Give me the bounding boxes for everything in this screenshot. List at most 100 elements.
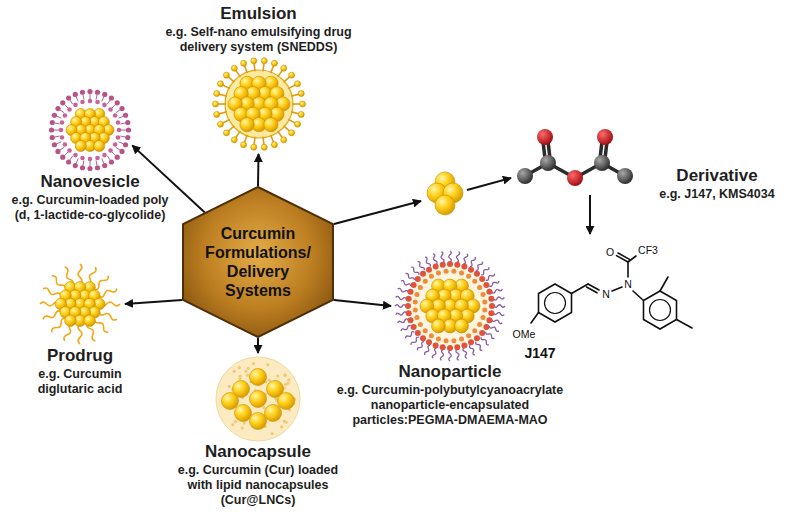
curcumin-ball	[84, 315, 96, 327]
polymer-bead	[433, 342, 439, 348]
formulation-title: Emulsion	[146, 4, 371, 24]
lipid-tail	[112, 152, 116, 156]
polymer-bead	[415, 330, 421, 336]
lipid-dot	[268, 379, 271, 382]
polymer-bead	[444, 269, 449, 274]
lipid-dot	[271, 432, 274, 435]
lipid-head	[60, 120, 65, 125]
atom-label: N	[601, 288, 611, 300]
lipid-tail	[78, 264, 82, 284]
curcumin-ball	[294, 81, 300, 87]
lipid-head	[63, 142, 68, 147]
lipid-tail	[492, 289, 502, 293]
lipid-tail	[43, 311, 61, 319]
curcumin-ball	[263, 117, 277, 131]
lipid-tail	[65, 152, 69, 156]
lipid-head	[66, 95, 71, 100]
formulation-illustration	[212, 57, 306, 151]
lipid-head	[102, 153, 107, 158]
curcumin-ball	[299, 101, 305, 107]
lipid-head	[102, 92, 107, 97]
lipid-head	[117, 128, 122, 133]
lipid-tail	[102, 97, 104, 102]
formulation-title: Nanoparticle	[320, 362, 580, 382]
curcumin-ball	[265, 405, 282, 422]
carbon-atom	[594, 155, 610, 171]
lipid-dot	[284, 383, 287, 386]
lipid-head	[87, 166, 92, 171]
lipid-dot	[262, 406, 265, 409]
lipid-tail	[76, 97, 78, 102]
lipid-dot	[243, 421, 246, 424]
lipid-tail	[90, 94, 91, 99]
lipid-dot	[287, 378, 290, 381]
lipid-tail	[57, 116, 62, 118]
lipid-tail	[411, 337, 419, 345]
lipid-tail	[481, 267, 489, 275]
lipid-tail	[396, 312, 407, 315]
lipid-head	[59, 128, 64, 133]
lipid-head	[113, 142, 118, 147]
lipid-head	[73, 92, 78, 97]
lipid-head	[119, 149, 124, 154]
lipid-tail	[417, 342, 424, 351]
polymer-bead	[481, 315, 486, 320]
lipid-tail	[116, 110, 120, 113]
lipid-tail	[425, 345, 430, 355]
polymer-bead	[488, 310, 494, 316]
lipid-tail	[119, 142, 124, 144]
pointer-arrow	[589, 195, 591, 234]
lipid-head	[88, 99, 93, 104]
lipid-dot	[241, 426, 244, 429]
curcumin-ball	[271, 60, 277, 66]
lipid-head	[95, 156, 100, 161]
atom-label: CF3	[637, 244, 659, 256]
bond	[627, 262, 629, 277]
lipid-dot	[266, 363, 269, 366]
lipid-tail	[107, 156, 110, 160]
oxygen-atom	[567, 170, 583, 186]
curcumin-ball	[435, 195, 455, 215]
curcumin-ball	[261, 144, 267, 150]
polymer-bead	[433, 264, 439, 270]
polymer-bead	[440, 262, 446, 268]
curcumin-ball	[231, 137, 237, 143]
polymer-bead	[436, 270, 441, 275]
lipid-head	[55, 149, 60, 154]
formulation-node: Prodruge.g. Curcumin diglutaric acid	[15, 262, 145, 397]
polymer-bead	[405, 303, 411, 309]
lipid-tail	[493, 312, 504, 315]
lipid-tail	[52, 276, 66, 290]
lipid-tail	[489, 281, 499, 286]
bond	[628, 256, 636, 262]
lipid-head	[116, 135, 121, 140]
example-text: e.g. Curcumin-polybutylcyanoacrylate nan…	[320, 383, 580, 428]
curcumin-ball	[271, 142, 277, 148]
example-text: e.g. Curcumin diglutaric acid	[15, 367, 145, 397]
aromatic-circle	[545, 293, 566, 314]
polymer-bead	[472, 328, 477, 333]
lipid-tail	[82, 160, 84, 165]
lipid-tail	[396, 296, 407, 299]
lipid-head	[80, 165, 85, 170]
particle-core	[410, 266, 490, 346]
curcumin-ball	[213, 91, 219, 97]
lipid-tail	[82, 95, 84, 100]
polymer-bead	[429, 274, 434, 279]
lipid-dot	[231, 423, 234, 426]
polymer-bead	[436, 337, 441, 342]
polymer-bead	[481, 292, 486, 297]
polymer-bead	[420, 335, 426, 341]
polymer-bead	[468, 339, 474, 345]
curcumin-ball	[298, 111, 304, 117]
lipid-dot	[246, 374, 249, 377]
atom-label: O	[605, 246, 615, 258]
lipid-tail	[90, 161, 91, 166]
lipid-tail	[55, 136, 60, 138]
lipid-tail	[406, 273, 415, 280]
lipid-head	[60, 155, 65, 160]
oxygen-atom	[537, 129, 553, 145]
lipid-tail	[406, 332, 415, 339]
